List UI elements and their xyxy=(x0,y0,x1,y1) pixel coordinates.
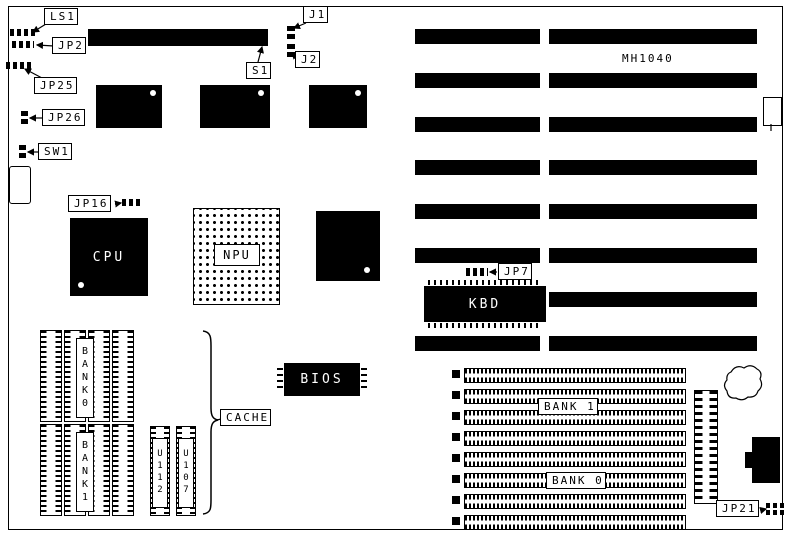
j1-connector xyxy=(287,26,295,41)
power-connector xyxy=(694,390,718,504)
isa-slot-left-1 xyxy=(415,29,540,44)
pin1-dot xyxy=(78,282,84,288)
label-cache: CACHE xyxy=(220,409,272,426)
label-s1: S1 xyxy=(246,62,272,79)
sw1-switch xyxy=(19,145,26,159)
sram-socket xyxy=(112,424,134,516)
isa-slot-right-6 xyxy=(549,248,757,263)
ls1-connector xyxy=(10,29,36,36)
label-sw1: SW1 xyxy=(38,143,72,160)
simm-key xyxy=(452,475,460,483)
isa-slot-left-8 xyxy=(415,336,540,351)
isa-slot-left-2 xyxy=(415,73,540,88)
bank0-right-label: BANK 0 xyxy=(546,472,606,489)
isa-slot-right-3 xyxy=(549,117,757,132)
bank1-left-label: BANK1 xyxy=(76,432,94,512)
label-jp26: JP26 xyxy=(42,109,85,126)
simm-key xyxy=(452,454,460,462)
logic-chip-2 xyxy=(200,85,270,128)
u112-label: U112 xyxy=(152,438,168,508)
pin1-dot xyxy=(150,90,156,96)
label-jp21: JP21 xyxy=(716,500,759,517)
simm-slot xyxy=(464,368,686,383)
sram-socket xyxy=(112,330,134,422)
simm-key xyxy=(452,391,460,399)
cpu-label: CPU xyxy=(92,249,126,265)
isa-slot-left-5 xyxy=(415,204,540,219)
j2-connector xyxy=(287,44,295,58)
keyboard-din-connector xyxy=(752,437,780,483)
left-edge-connector xyxy=(9,166,31,204)
simm-slot xyxy=(464,494,686,509)
npu-socket xyxy=(193,208,280,305)
sram-socket xyxy=(40,330,62,422)
isa-slot-right-4 xyxy=(549,160,757,175)
sram-socket xyxy=(40,424,62,516)
label-jp2: JP2 xyxy=(52,37,86,54)
label-ls1: LS1 xyxy=(44,8,78,25)
simm-slot xyxy=(464,515,686,530)
kbd-pins-top xyxy=(428,280,542,285)
jp7-jumper xyxy=(466,268,488,276)
jp16-jumper xyxy=(122,199,140,206)
board-outline xyxy=(8,6,783,530)
label-jp25: JP25 xyxy=(34,77,77,94)
keyboard-din-tab xyxy=(745,452,753,468)
jp26-jumper xyxy=(21,111,28,125)
bios-label: BIOS xyxy=(300,372,344,387)
label-jp16: JP16 xyxy=(68,195,111,212)
qfp-chip xyxy=(316,211,380,281)
isa-slot-left-3 xyxy=(415,117,540,132)
pin1-dot xyxy=(355,90,361,96)
u107-label: U107 xyxy=(178,438,194,508)
logic-chip-3 xyxy=(309,85,367,128)
label-j1: J1 xyxy=(303,6,329,23)
simm-slot xyxy=(464,452,686,467)
isa-slot-right-5 xyxy=(549,204,757,219)
label-jp7: JP7 xyxy=(498,263,532,280)
isa-slot-right-7 xyxy=(549,292,757,307)
simm-key xyxy=(452,412,460,420)
simm-key xyxy=(452,496,460,504)
cpu-chip: CPU xyxy=(70,218,148,296)
simm-key xyxy=(452,433,460,441)
top-right-connector xyxy=(763,97,782,126)
isa-slot-left-6 xyxy=(415,248,540,263)
bios-chip: BIOS xyxy=(284,363,360,396)
pin1-dot xyxy=(258,90,264,96)
isa-slot-right-8 xyxy=(549,336,757,351)
bank1-right-label: BANK 1 xyxy=(538,398,598,415)
bios-pins-right xyxy=(361,368,367,392)
simm-key xyxy=(452,517,460,525)
isa-slot-right-2 xyxy=(549,73,757,88)
pin1-dot xyxy=(364,267,370,273)
npu-label: NPU xyxy=(214,244,260,266)
top-edge-connector xyxy=(88,29,268,46)
simm-slot xyxy=(464,431,686,446)
kbd-pins-bottom xyxy=(428,323,542,328)
simm-key xyxy=(452,370,460,378)
jp21-jumper xyxy=(766,503,784,515)
kbd-label: KBD xyxy=(468,296,502,312)
board-model-text: MH1040 xyxy=(622,52,674,65)
jp2-connector xyxy=(12,41,34,48)
isa-slot-right-1 xyxy=(549,29,757,44)
jp25-connector xyxy=(6,62,32,69)
logic-chip-1 xyxy=(96,85,162,128)
isa-slot-left-4 xyxy=(415,160,540,175)
bank0-left-label: BANK0 xyxy=(76,338,94,418)
kbd-chip: KBD xyxy=(424,286,546,322)
label-j2: J2 xyxy=(295,51,321,68)
bios-pins-left xyxy=(277,368,283,392)
